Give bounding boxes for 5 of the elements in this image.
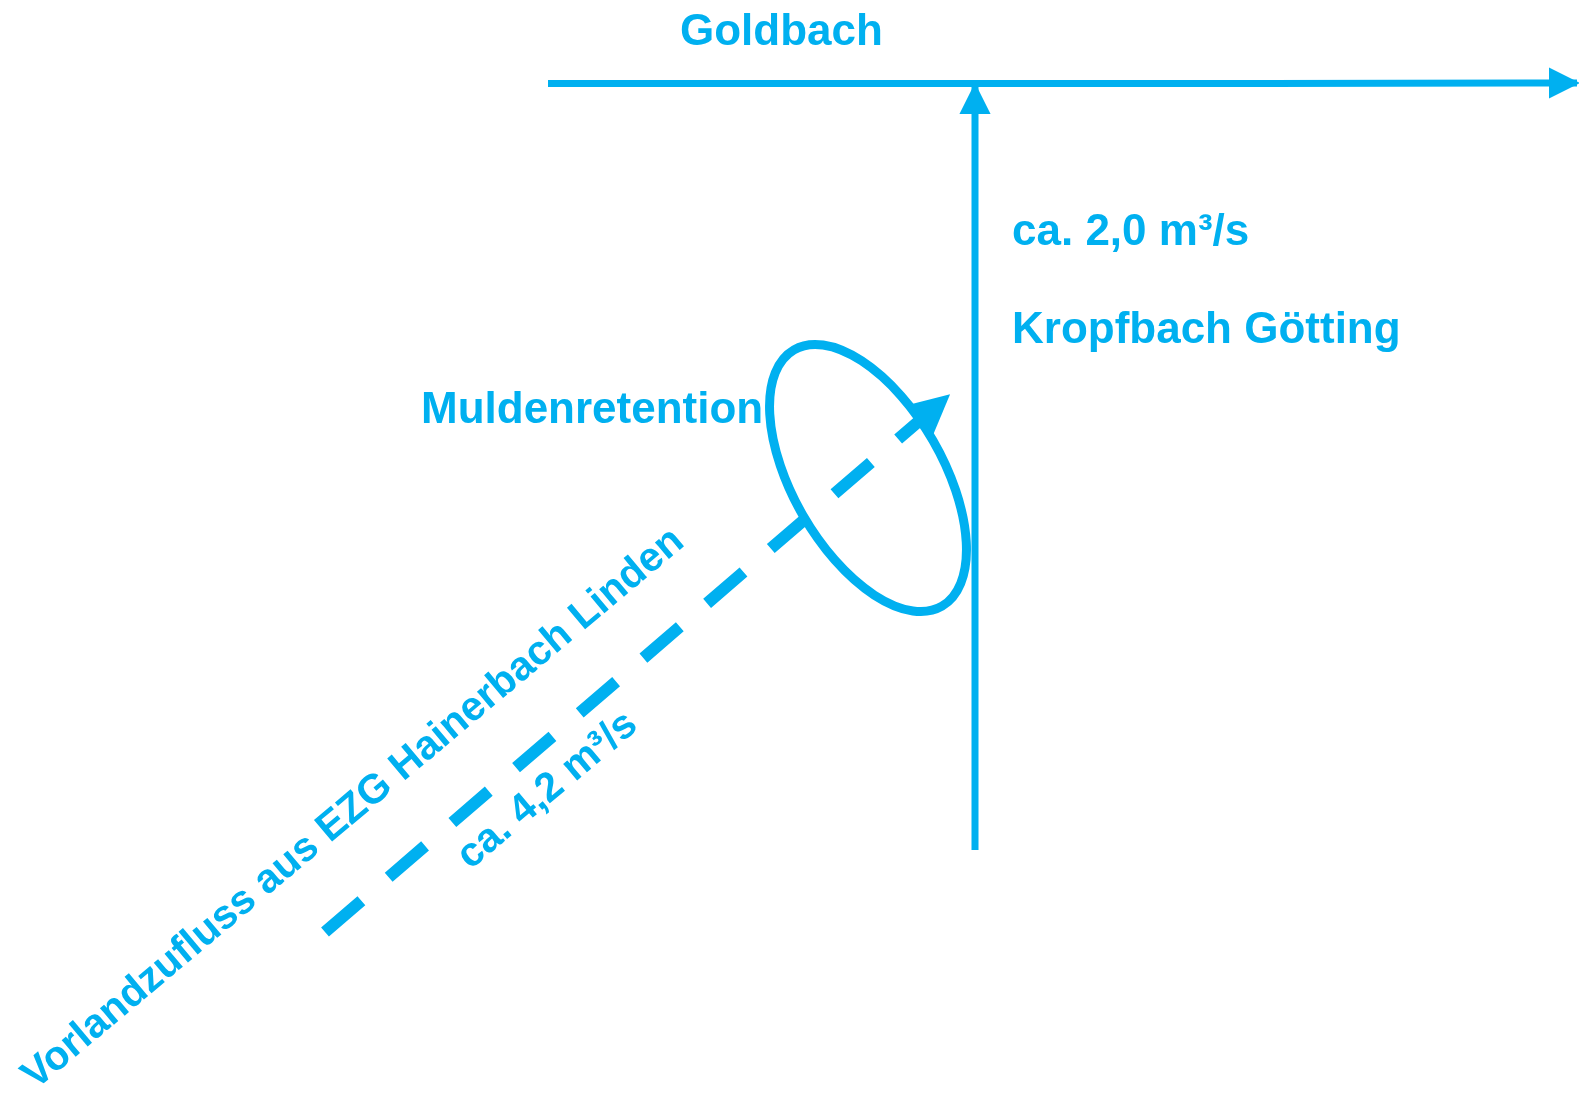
flow-rate: ca. 2,0 m³/s — [1012, 206, 1250, 255]
river-name: Goldbach — [680, 6, 883, 55]
area-label: Muldenretention — [421, 384, 764, 433]
dashed-arrow — [321, 392, 951, 937]
stream-name: Kropfbach Götting — [1012, 304, 1401, 353]
